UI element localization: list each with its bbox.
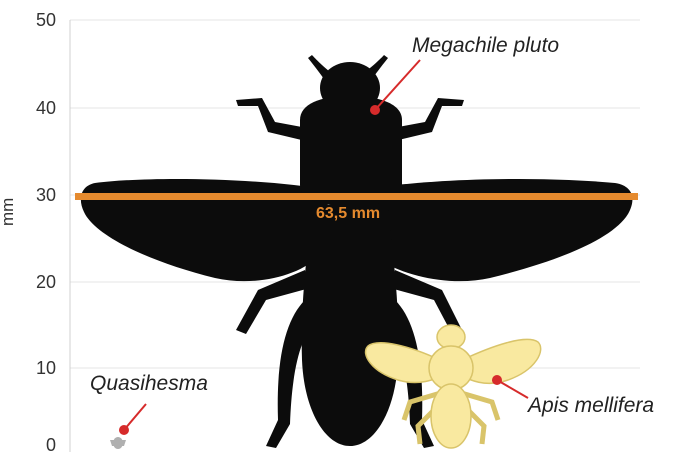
y-tick-0: 0	[22, 436, 56, 454]
label-quasihesma: Quasihesma	[90, 372, 208, 396]
quasihesma-silhouette	[110, 437, 126, 449]
label-megachile-pluto: Megachile pluto	[412, 34, 559, 58]
y-tick-40: 40	[22, 99, 56, 117]
wingspan-measurement-label: 63,5 mm	[316, 205, 380, 223]
y-tick-20: 20	[22, 273, 56, 291]
label-apis-mellifera: Apis mellifera	[528, 394, 654, 418]
honey-bee-abdomen	[431, 384, 471, 448]
wingspan-measurement-bar	[75, 193, 638, 200]
megachile-pointer-dot	[370, 105, 380, 115]
y-tick-10: 10	[22, 359, 56, 377]
quasihesma-pointer-dot	[119, 425, 129, 435]
apis-pointer-dot	[492, 375, 502, 385]
y-tick-50: 50	[22, 11, 56, 29]
quasihesma-pointer-line	[124, 404, 146, 430]
thorax	[300, 96, 402, 206]
apis-pointer-line	[497, 380, 528, 398]
abdomen	[302, 205, 399, 446]
megachile-pointer-line	[375, 60, 420, 110]
y-tick-30: 30	[22, 186, 56, 204]
y-axis-label: mm	[0, 198, 18, 226]
